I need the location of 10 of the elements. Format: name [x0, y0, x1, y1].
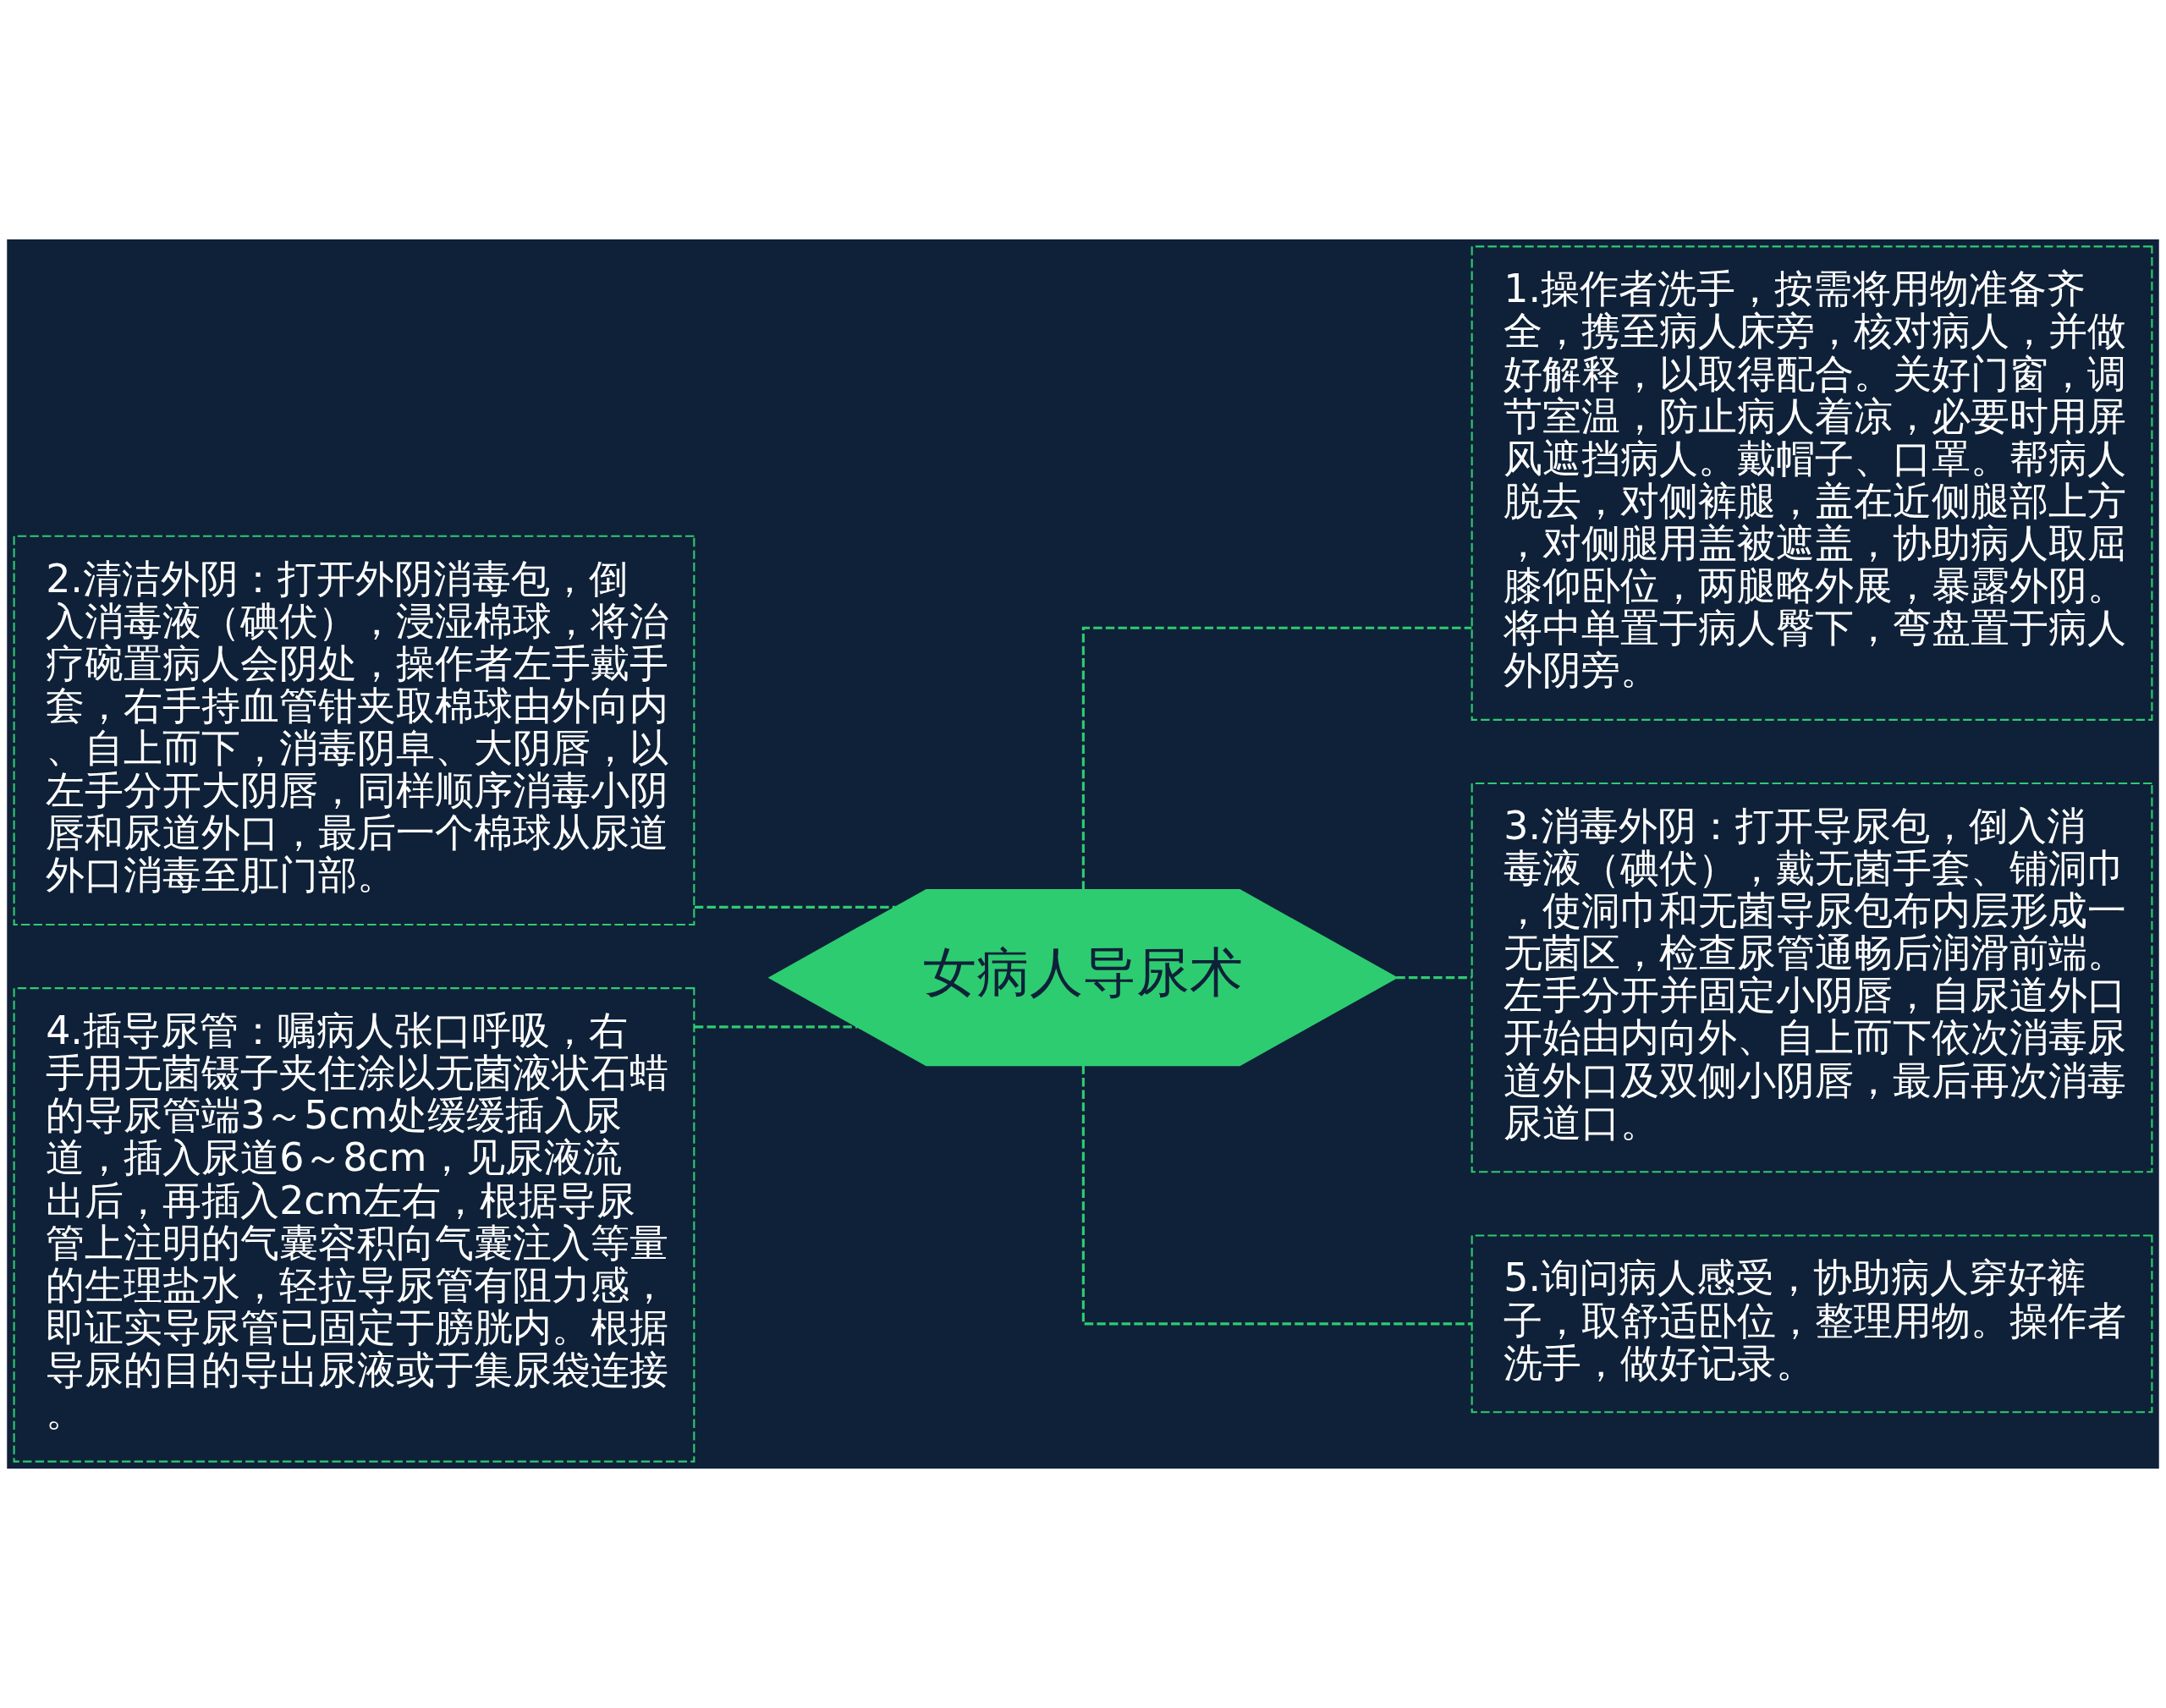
node-box: 1.操作者洗手，按需将用物准备齐全，携至病人床旁，核对病人，并做好解释，以取得配合。关好门窗，调节室温，防止病人着凉，必要时用屏风遮挡病人。戴帽子、口罩。帮病人脱去，对侧裤腿，盖在近侧腿部上方，对侧腿用盖被遮盖，协助病人取屈膝仰卧位，两腿略外展，暴露外阴。将中单置于病人臀下，弯盘置于病人外阴旁。	[1471, 245, 2153, 721]
connector	[1081, 1065, 1472, 1326]
node-box: 5.询问病人感受，协助病人穿好裤子，取舒适卧位，整理用物。操作者洗手，做好记录。	[1471, 1234, 2153, 1414]
connector	[1396, 976, 1472, 980]
connector	[694, 905, 896, 909]
connector	[694, 1025, 858, 1029]
connector	[1081, 626, 1472, 890]
node-box: 4.插导尿管：嘱病人张口呼吸，右手用无菌镊子夹住涂以无菌液状石蜡的导尿管端3～5cm处缓缓插入尿道，插入尿道6～8cm，见尿液流出后，再插入2cm左右，根据导尿管上注明的气囊容积向气囊注入等量的生理盐水，轻拉导尿管有阻力感，即证实导尿管已固定于膀胱内。根据导尿的目的导出尿液或于集尿袋连接。	[13, 987, 695, 1463]
node-box: 2.清洁外阴：打开外阴消毒包，倒入消毒液（碘伏），浸湿棉球，将治疗碗置病人会阴处，操作者左手戴手套，右手持血管钳夹取棉球由外向内、自上而下，消毒阴阜、大阴唇，以左手分开大阴唇，同样顺序消毒小阴唇和尿道外口，最后一个棉球从尿道外口消毒至肛门部。	[13, 535, 695, 926]
node-box: 3.消毒外阴：打开导尿包，倒入消毒液（碘伏），戴无菌手套、铺洞巾，使洞巾和无菌导尿包布内层形成一无菌区，检查尿管通畅后润滑前端。左手分开并固定小阴唇，自尿道外口开始由内向外、自上而下依次消毒尿道外口及双侧小阴唇，最后再次消毒尿道口。	[1471, 782, 2153, 1173]
